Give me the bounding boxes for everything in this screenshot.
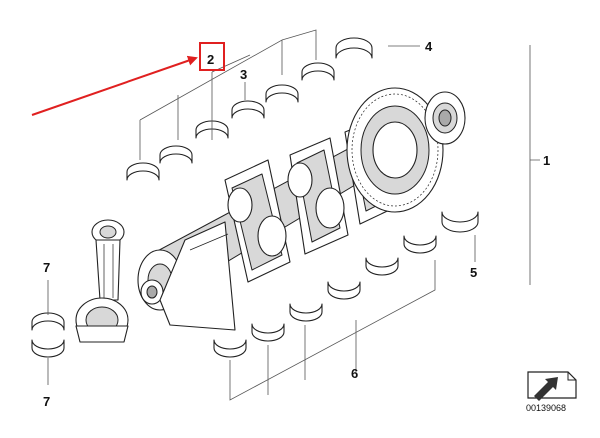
callout-7-top: 7	[43, 260, 50, 275]
callout-7-bottom: 7	[43, 394, 50, 409]
lower-bearing-shells	[213, 211, 479, 358]
leader-lines	[47, 29, 540, 401]
crankshaft	[137, 87, 466, 331]
folded-sheet-arrow-icon	[527, 371, 577, 401]
callout-3: 3	[240, 67, 247, 82]
callout-5: 5	[470, 265, 477, 280]
connecting-rod	[75, 219, 129, 343]
callout-4: 4	[425, 39, 433, 54]
highlight-arrow	[31, 55, 198, 116]
document-number: 00139068	[526, 403, 566, 413]
highlight-box	[199, 42, 225, 71]
callout-1: 1	[543, 153, 550, 168]
upper-bearing-shells	[126, 37, 373, 181]
rod-bearing-shells	[31, 312, 65, 358]
callout-2: 2	[207, 52, 214, 67]
callout-6: 6	[351, 366, 358, 381]
